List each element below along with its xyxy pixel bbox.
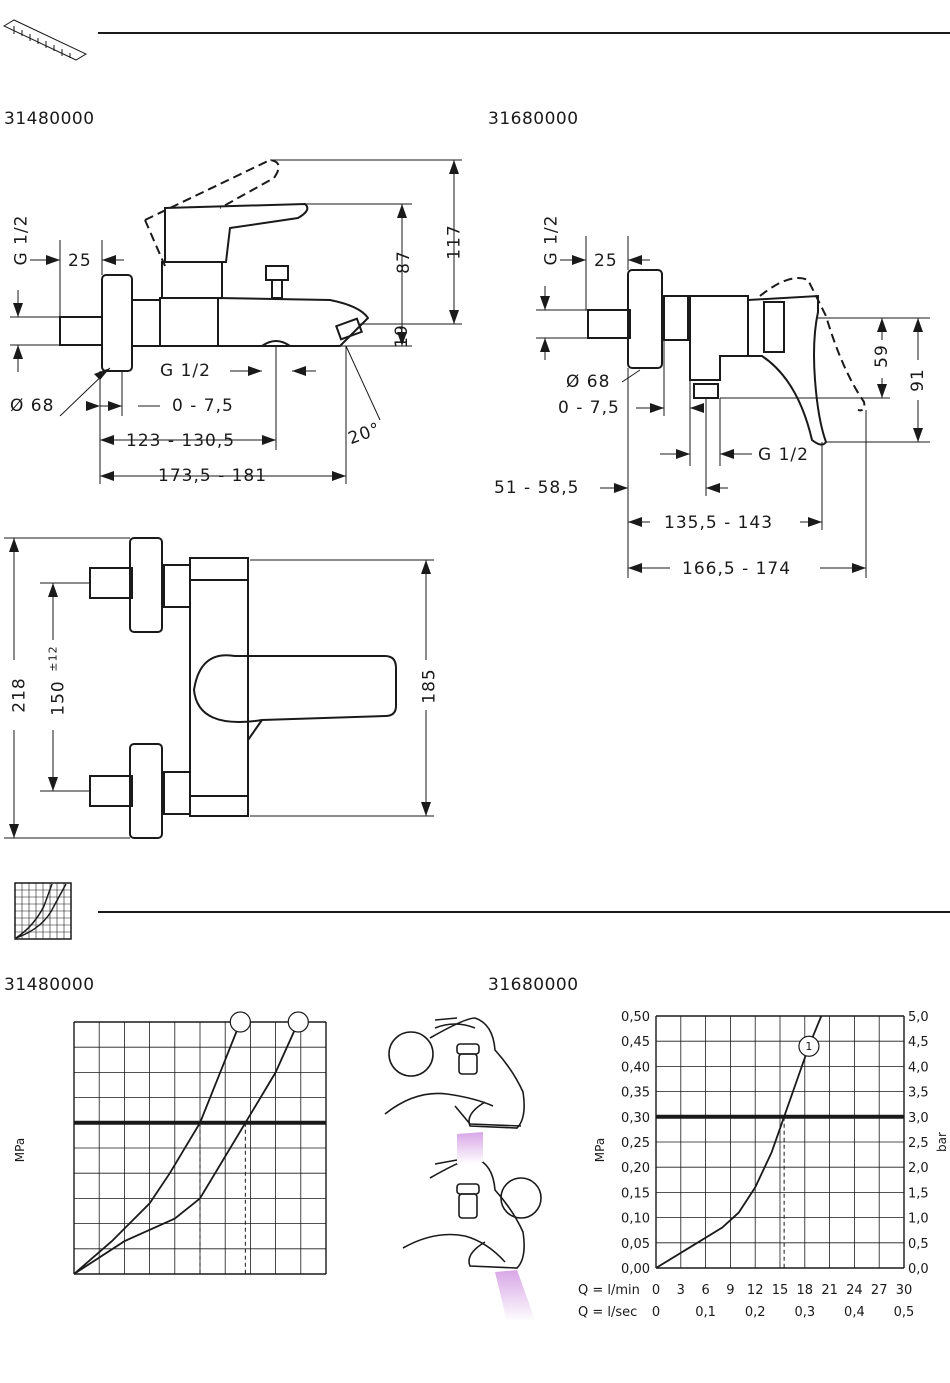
x-tick-lmin: 24 <box>846 1283 863 1298</box>
spout-usage-illustration <box>384 1017 542 1320</box>
x-tick-lmin: 0 <box>652 1283 660 1298</box>
y-tick-bar: 4,0 <box>908 1060 929 1075</box>
x-tick-lsec: 0,1 <box>695 1305 716 1320</box>
x-tick-lmin: 30 <box>896 1283 913 1298</box>
dim-label-g-half-side: G 1/2 <box>11 214 32 266</box>
dim-label-173-5-181: 173,5 - 181 <box>158 466 268 486</box>
x-tick-lsec: 0 <box>652 1305 660 1320</box>
model-number-bath: 31480000 <box>4 109 95 129</box>
y-tick-bar: 3,0 <box>908 1111 929 1126</box>
y-axis-label-mpa: MPa <box>13 1138 27 1162</box>
y-tick-mpa: 0,35 <box>621 1086 650 1101</box>
flow-curve <box>73 1021 242 1275</box>
x-axis-label-lmin: Q = l/min <box>578 1283 640 1298</box>
ruler-icon <box>2 19 88 61</box>
dim-label-19: 19 <box>391 324 412 348</box>
shower-dim-label-166-5-174: 166,5 - 174 <box>682 559 792 579</box>
y-tick-bar: 0,0 <box>908 1262 929 1277</box>
x-tick-lmin: 18 <box>797 1283 814 1298</box>
x-tick-lmin: 12 <box>747 1283 764 1298</box>
shower-dim-label-51-58-5: 51 - 58,5 <box>494 478 580 498</box>
y-tick-mpa: 0,20 <box>621 1161 650 1176</box>
dim-label-185: 185 <box>419 668 440 704</box>
curve-marker <box>287 1011 309 1033</box>
dim-label-218: 218 <box>9 677 30 713</box>
x-tick-lmin: 9 <box>726 1283 734 1298</box>
curve-marker <box>229 1011 251 1033</box>
y-tick-bar: 1,5 <box>908 1186 929 1201</box>
x-tick-lmin: 15 <box>772 1283 789 1298</box>
x-tick-lmin: 6 <box>701 1283 709 1298</box>
shower-dim-label-91: 91 <box>907 368 928 392</box>
dim-label-87: 87 <box>393 250 414 274</box>
y-tick-bar: 5,0 <box>908 1010 929 1025</box>
grid-chart-icon <box>14 882 72 940</box>
flow-curve <box>655 1015 823 1269</box>
bath-mixer-side-drawing <box>10 158 462 484</box>
dim-label-123-130-5: 123 - 130,5 <box>126 431 236 451</box>
curve-marker <box>798 1035 820 1057</box>
y-tick-bar: 1,0 <box>908 1212 929 1227</box>
model-number-shower: 31680000 <box>488 109 579 129</box>
y-tick-bar: 2,0 <box>908 1161 929 1176</box>
x-tick-lsec: 0,4 <box>844 1305 865 1320</box>
y-axis-label-mpa: MPa <box>593 1138 607 1162</box>
x-tick-lmin: 21 <box>821 1283 838 1298</box>
x-tick-lmin: 3 <box>677 1283 685 1298</box>
dim-label-150: 150 <box>48 680 69 716</box>
section-divider <box>98 32 950 34</box>
dim-label-g-half-bottom: G 1/2 <box>160 361 211 381</box>
y-tick-mpa: 0,25 <box>621 1136 650 1151</box>
x-tick-lsec: 0,5 <box>894 1305 915 1320</box>
x-tick-lsec: 0,2 <box>745 1305 766 1320</box>
dim-label-diameter-68: Ø 68 <box>10 396 55 416</box>
shower-dim-label-g-half-bottom: G 1/2 <box>758 445 809 465</box>
y-tick-bar: 0,5 <box>908 1237 929 1252</box>
section-divider <box>98 911 950 913</box>
shower-dim-label-135-5-143: 135,5 - 143 <box>664 513 774 533</box>
dim-label-25: 25 <box>68 251 92 271</box>
curve-marker-label: 1 <box>805 1040 812 1053</box>
y-tick-mpa: 0,40 <box>621 1060 650 1075</box>
flow-curve <box>73 1021 300 1275</box>
shower-mixer-side-drawing <box>536 236 930 578</box>
x-tick-lmin: 27 <box>871 1283 888 1298</box>
dim-label-0-7-5: 0 - 7,5 <box>172 396 234 416</box>
y-tick-bar: 3,5 <box>908 1086 929 1101</box>
y-tick-bar: 4,5 <box>908 1035 929 1050</box>
shower-dim-label-25: 25 <box>594 251 618 271</box>
x-axis-label-lsec: Q = l/sec <box>578 1305 637 1320</box>
x-tick-lsec: 0,3 <box>794 1305 815 1320</box>
y-tick-mpa: 0,10 <box>621 1212 650 1227</box>
y-tick-mpa: 0,05 <box>621 1237 650 1252</box>
dim-label-117: 117 <box>444 224 465 260</box>
y-tick-mpa: 0,45 <box>621 1035 650 1050</box>
shower-dim-label-diameter-68: Ø 68 <box>566 372 611 392</box>
shower-dim-label-g-half-side: G 1/2 <box>541 214 562 266</box>
dim-label-150-tolerance: ±12 <box>46 645 60 672</box>
y-tick-mpa: 0,15 <box>621 1186 650 1201</box>
y-tick-mpa: 0,00 <box>621 1262 650 1277</box>
y-tick-bar: 2,5 <box>908 1136 929 1151</box>
model-number-shower: 31680000 <box>488 975 579 995</box>
bath-mixer-front-drawing <box>4 537 434 839</box>
y-axis-label-bar: bar <box>935 1132 949 1152</box>
shower-dim-label-59: 59 <box>871 344 892 368</box>
y-tick-mpa: 0,50 <box>621 1010 650 1025</box>
model-number-bath: 31480000 <box>4 975 95 995</box>
y-tick-mpa: 0,30 <box>621 1111 650 1126</box>
shower-dim-label-0-7-5: 0 - 7,5 <box>558 398 620 418</box>
flow-chart-shower: 10,000,050,100,150,200,250,300,350,400,4… <box>578 1010 949 1320</box>
